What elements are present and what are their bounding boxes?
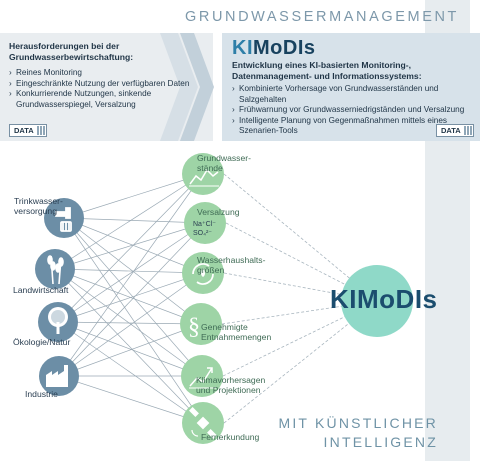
sector-label-agriculture: Landwirtschaft xyxy=(13,285,69,295)
connection-line xyxy=(63,217,206,224)
central-logo-suffix: MoDIs xyxy=(357,284,438,314)
water-cycle-icon xyxy=(192,263,214,285)
logo-suffix: MoDIs xyxy=(253,37,316,59)
connection-line xyxy=(63,217,204,424)
connection-line xyxy=(54,268,202,325)
satellite-icon xyxy=(189,407,217,439)
module-node-remote-sensing xyxy=(182,402,224,444)
module-label-climate: Klimavorhersagen und Projektionen xyxy=(196,375,266,395)
connection-line xyxy=(54,268,203,377)
climate-chart-icon xyxy=(189,367,216,389)
sector-label-ecology: Ökologie/Natur xyxy=(13,337,71,347)
data-badge-left: DATA xyxy=(9,124,47,137)
connection-line xyxy=(58,375,204,424)
goal-item: Frühwarnung vor Grundwasserniedrigstände… xyxy=(232,105,477,116)
project-goals-list: Kombinierte Vorhersage von Grundwasserst… xyxy=(232,84,477,137)
connection-lines xyxy=(54,173,206,424)
footer-title: MIT KÜNSTLICHER INTELLIGENZ xyxy=(278,414,438,452)
connection-line xyxy=(63,173,204,219)
connection-line xyxy=(63,217,204,274)
goal-item: Intelligente Planung von Gegenmaßnahmen … xyxy=(232,116,477,137)
wheat-icon xyxy=(47,255,64,285)
data-badge-label: DATA xyxy=(14,126,34,135)
water-level-chart-icon xyxy=(189,168,219,185)
dashed-connection-line xyxy=(223,300,378,424)
central-logo-prefix: KI xyxy=(330,284,357,314)
sector-label-drinking-water: Trinkwasser- versorgung xyxy=(14,196,63,216)
module-node-permitted-withdrawals: § xyxy=(180,303,222,345)
module-label-salinization: Versalzung xyxy=(197,207,240,217)
connection-line xyxy=(58,323,202,377)
connection-line xyxy=(58,272,204,377)
connection-line xyxy=(58,222,206,377)
connection-line xyxy=(54,268,204,424)
challenges-heading: Herausforderungen bei der Grundwasserbew… xyxy=(9,41,134,62)
sector-label-text: Trinkwasser- versorgung xyxy=(14,196,63,216)
data-bars-icon xyxy=(36,126,45,136)
data-bars-icon xyxy=(463,126,472,136)
module-label-permitted-withdrawals: Genehmigte Entnahmemengen xyxy=(201,322,272,342)
challenge-item: Konkurrierende Nutzungen, sinkende Grund… xyxy=(9,89,209,110)
footer-line-2: INTELLIGENZ xyxy=(323,434,438,450)
challenges-list: Reines Monitoring Eingeschränkte Nutzung… xyxy=(9,68,209,110)
header-title: GRUNDWASSERMANAGEMENT xyxy=(185,9,459,25)
sector-node-industry xyxy=(39,356,79,396)
connection-line xyxy=(57,321,203,377)
module-label-remote-sensing: Fernerkundung xyxy=(201,432,260,442)
connection-line xyxy=(57,173,204,323)
challenge-item: Eingeschränkte Nutzung der verfügbaren D… xyxy=(9,79,209,90)
connection-line xyxy=(57,321,204,424)
project-subtitle: Entwicklung eines KI-basierten Monitorin… xyxy=(232,60,422,81)
sector-node-ecology xyxy=(38,302,78,342)
footer-line-1: MIT KÜNSTLICHER xyxy=(278,415,438,431)
paragraph-icon: § xyxy=(188,314,200,340)
module-node-groundwater-levels xyxy=(182,153,224,195)
module-node-climate xyxy=(181,355,223,397)
data-badge-label: DATA xyxy=(441,126,461,135)
faucet-icon xyxy=(55,207,72,232)
connection-line xyxy=(54,222,206,270)
connection-line xyxy=(54,268,204,274)
connection-line xyxy=(58,173,204,377)
module-node-water-balance xyxy=(182,252,224,294)
connection-line xyxy=(57,321,202,325)
module-label-water-balance: Wasserhaushalts- größen xyxy=(197,255,266,275)
header-band xyxy=(0,0,480,32)
module-label-groundwater-levels: Grundwasser- stände xyxy=(197,153,251,173)
sector-node-agriculture xyxy=(35,249,75,289)
logo-prefix: KI xyxy=(232,37,253,59)
sector-node-drinking-water xyxy=(44,198,84,238)
connection-line xyxy=(54,173,204,270)
goal-item: Kombinierte Vorhersage von Grundwasserst… xyxy=(232,84,477,105)
project-logo: KIMoDIs xyxy=(232,37,316,60)
tree-icon xyxy=(48,307,68,334)
factory-icon xyxy=(46,365,68,387)
challenge-item: Reines Monitoring xyxy=(9,68,209,79)
connection-line xyxy=(57,272,204,323)
central-logo: KIMoDIs xyxy=(330,284,438,315)
connection-line xyxy=(57,222,206,323)
sector-label-industry: Industrie xyxy=(25,389,58,399)
dashed-connection-line xyxy=(223,272,378,302)
salt-icon: Na⁺Cl⁻ xyxy=(193,221,216,228)
module-node-salinization: Na⁺Cl⁻ SO₄²⁻ xyxy=(184,202,226,244)
data-badge-right: DATA xyxy=(436,124,474,137)
central-node xyxy=(341,265,413,337)
svg-text:SO₄²⁻: SO₄²⁻ xyxy=(193,230,212,237)
